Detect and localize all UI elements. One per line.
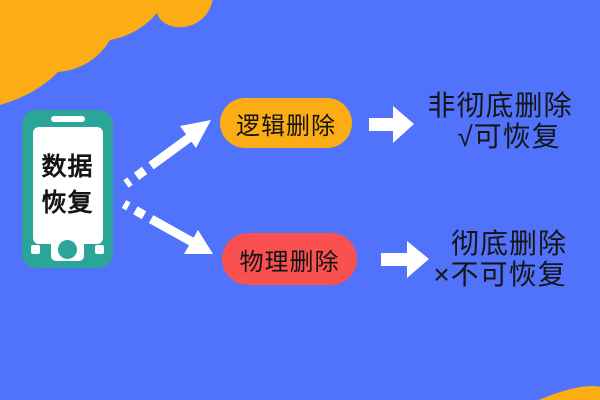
result-logical-line1: 非彻底删除 [427, 90, 573, 121]
phone-home-dot [58, 239, 77, 259]
node-physical-delete: 物理删除 [222, 233, 357, 285]
phone-button-row [22, 236, 113, 262]
phone-speaker [50, 116, 85, 122]
dashed-arrow-up-icon [123, 120, 211, 188]
result-logical-line2: √可恢复 [457, 121, 561, 152]
phone-screen-text-line1: 数据 [41, 153, 94, 181]
result-logical-delete: 非彻底删除 √可恢复 [412, 90, 588, 152]
result-physical-line1: 彻底删除 [450, 228, 567, 259]
phone-screen: 数据 恢复 [32, 127, 103, 244]
phone-icon: 数据 恢复 [22, 110, 113, 268]
corner-bump-shape [538, 386, 600, 400]
result-physical-delete: 彻底删除 ×不可恢复 [412, 228, 588, 290]
node-logical-delete: 逻辑删除 [220, 98, 352, 148]
phone-left-key [31, 244, 40, 254]
phone-screen-text-line2: 恢复 [41, 188, 94, 217]
phone-home-button [51, 237, 84, 261]
result-physical-line2: ×不可恢复 [433, 259, 567, 290]
block-arrow-down-icon [381, 241, 429, 278]
block-arrow-up-icon [369, 106, 414, 143]
phone-right-key [95, 244, 104, 254]
dashed-arrow-down-icon [121, 200, 213, 254]
cloud-shape [0, 0, 213, 105]
